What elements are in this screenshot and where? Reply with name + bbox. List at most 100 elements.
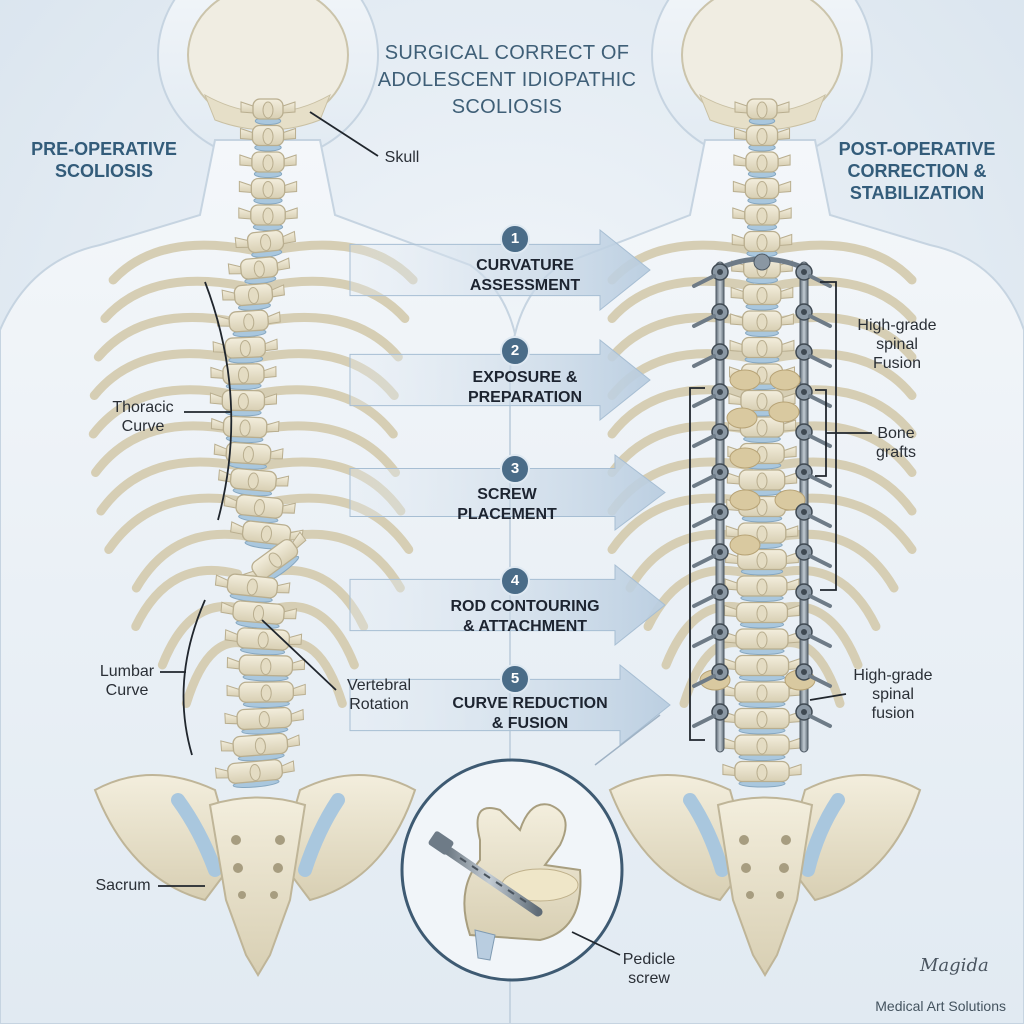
step-4-badge: 4: [500, 566, 530, 596]
post-op-pelvis: [608, 774, 922, 977]
screw-shaft: [808, 274, 832, 288]
annotation-lines: [158, 111, 872, 887]
step-5-arrow: [349, 663, 671, 747]
post-op-heading-line-3: STABILIZATION: [849, 183, 985, 203]
rib: [769, 312, 917, 362]
rib: [250, 385, 398, 439]
thoracic-curve-label: Thoracic Curve: [100, 398, 186, 436]
vertebral-rotation-leader: [261, 619, 337, 691]
vertebra: [221, 282, 285, 311]
bone-graft: [774, 489, 806, 511]
cross-link-nut: [753, 253, 771, 271]
rib: [100, 276, 248, 323]
credit-text: Medical Art Solutions: [875, 998, 1006, 1014]
vertebra: [727, 442, 797, 470]
screw-shaft: [692, 354, 716, 368]
step-2-badge: 2: [500, 336, 530, 366]
vertebra: [239, 124, 297, 152]
post-op-heading-line-1: POST-OPERATIVE: [838, 139, 996, 159]
title-line-3: SCOLIOSIS: [451, 96, 563, 118]
skull-label: Skull: [384, 149, 420, 166]
vertebra: [724, 601, 800, 629]
vertebra: [730, 310, 794, 337]
vertebra: [730, 283, 794, 311]
screw-shaft: [692, 314, 716, 328]
pedicle-screw-label-line-1: Pedicle: [622, 951, 676, 968]
skull-leader: [309, 111, 379, 157]
vertebra: [238, 204, 298, 231]
step-3-badge: 3: [500, 454, 530, 484]
screw-shaft: [808, 554, 832, 568]
step-2-title-line-1: EXPOSURE &: [472, 369, 578, 386]
step-2-title: EXPOSURE & PREPARATION: [425, 368, 625, 408]
vertebra: [239, 151, 297, 178]
rib: [108, 240, 256, 285]
thoracic-curve-label-line-1: Thoracic: [112, 399, 174, 416]
vertebra: [213, 441, 284, 470]
rib: [96, 457, 244, 516]
vertebra: [734, 98, 790, 125]
step-4-title-line-1: ROD CONTOURING: [450, 598, 600, 615]
screw-shaft: [808, 314, 832, 328]
pre-op-heading: PRE-OPERATIVE SCOLIOSIS: [14, 138, 194, 182]
step-4-title: ROD CONTOURING & ATTACHMENT: [425, 597, 625, 637]
vertebra: [726, 469, 798, 496]
rib: [607, 312, 755, 362]
vertebra: [238, 177, 298, 205]
bone-graft: [768, 401, 800, 423]
vertebra: [214, 759, 295, 789]
vertebra: [210, 415, 280, 444]
rib: [769, 349, 917, 400]
step-2-title-line-2: PREPARATION: [467, 389, 583, 406]
vertebra: [214, 573, 291, 603]
vertebra: [226, 681, 306, 709]
pre-op-spine: [209, 98, 307, 789]
vertebra: [732, 204, 792, 231]
screw-shaft: [692, 594, 716, 608]
pedicle-screw-label-line-2: screw: [628, 970, 670, 987]
vertebra: [733, 124, 791, 152]
vertebra: [240, 98, 296, 125]
screw-shaft: [808, 674, 832, 688]
pedicle-screw-icon: [428, 831, 543, 917]
step-5-title: CURVE REDUCTION & FUSION: [430, 694, 630, 734]
screw-shaft: [692, 514, 716, 528]
vertebra: [226, 654, 306, 682]
rib: [607, 276, 755, 323]
screw-shaft: [808, 714, 832, 728]
vertebral-rotation-label: Vertebral Rotation: [334, 676, 424, 714]
screw-shaft: [808, 634, 832, 648]
rib: [93, 312, 241, 362]
pre-op-pelvis: [93, 774, 417, 977]
post-op-heading: POST-OPERATIVE CORRECTION & STABILIZATIO…: [822, 138, 1012, 204]
rib: [769, 276, 917, 323]
rib: [769, 457, 917, 516]
vertebra: [212, 336, 278, 364]
vertebra: [234, 229, 296, 258]
step-4-arrow: [349, 563, 666, 647]
vertebra: [729, 336, 795, 364]
lumbar-curve-label-line-1: Lumbar: [99, 663, 155, 680]
screw-shaft: [808, 514, 832, 528]
step-1-title: CURVATURE ASSESSMENT: [425, 256, 625, 296]
rib: [607, 385, 755, 439]
vertebra: [732, 177, 792, 205]
vertebra: [218, 467, 290, 497]
rib: [131, 529, 261, 593]
rib: [769, 385, 917, 439]
vertebra: [722, 681, 802, 708]
screw-shaft: [692, 554, 716, 568]
vertebra: [722, 734, 802, 761]
vertebra: [227, 256, 291, 285]
fusion-top-bracket: [820, 281, 837, 591]
screw-shaft: [808, 354, 832, 368]
vertebra: [210, 363, 277, 391]
vertebral-rotation-label-line-2: Rotation: [349, 696, 409, 713]
fusion-top-label-line-3: Fusion: [872, 355, 922, 372]
bone-graft: [769, 369, 801, 391]
fusion-top-label-line-2: spinal: [876, 336, 918, 353]
post-op-heading-line-2: CORRECTION &: [847, 161, 987, 181]
step-2-arrow: [349, 338, 651, 422]
lumbar-curve-label-line-2: Curve: [105, 682, 149, 699]
screw-shaft: [692, 634, 716, 648]
